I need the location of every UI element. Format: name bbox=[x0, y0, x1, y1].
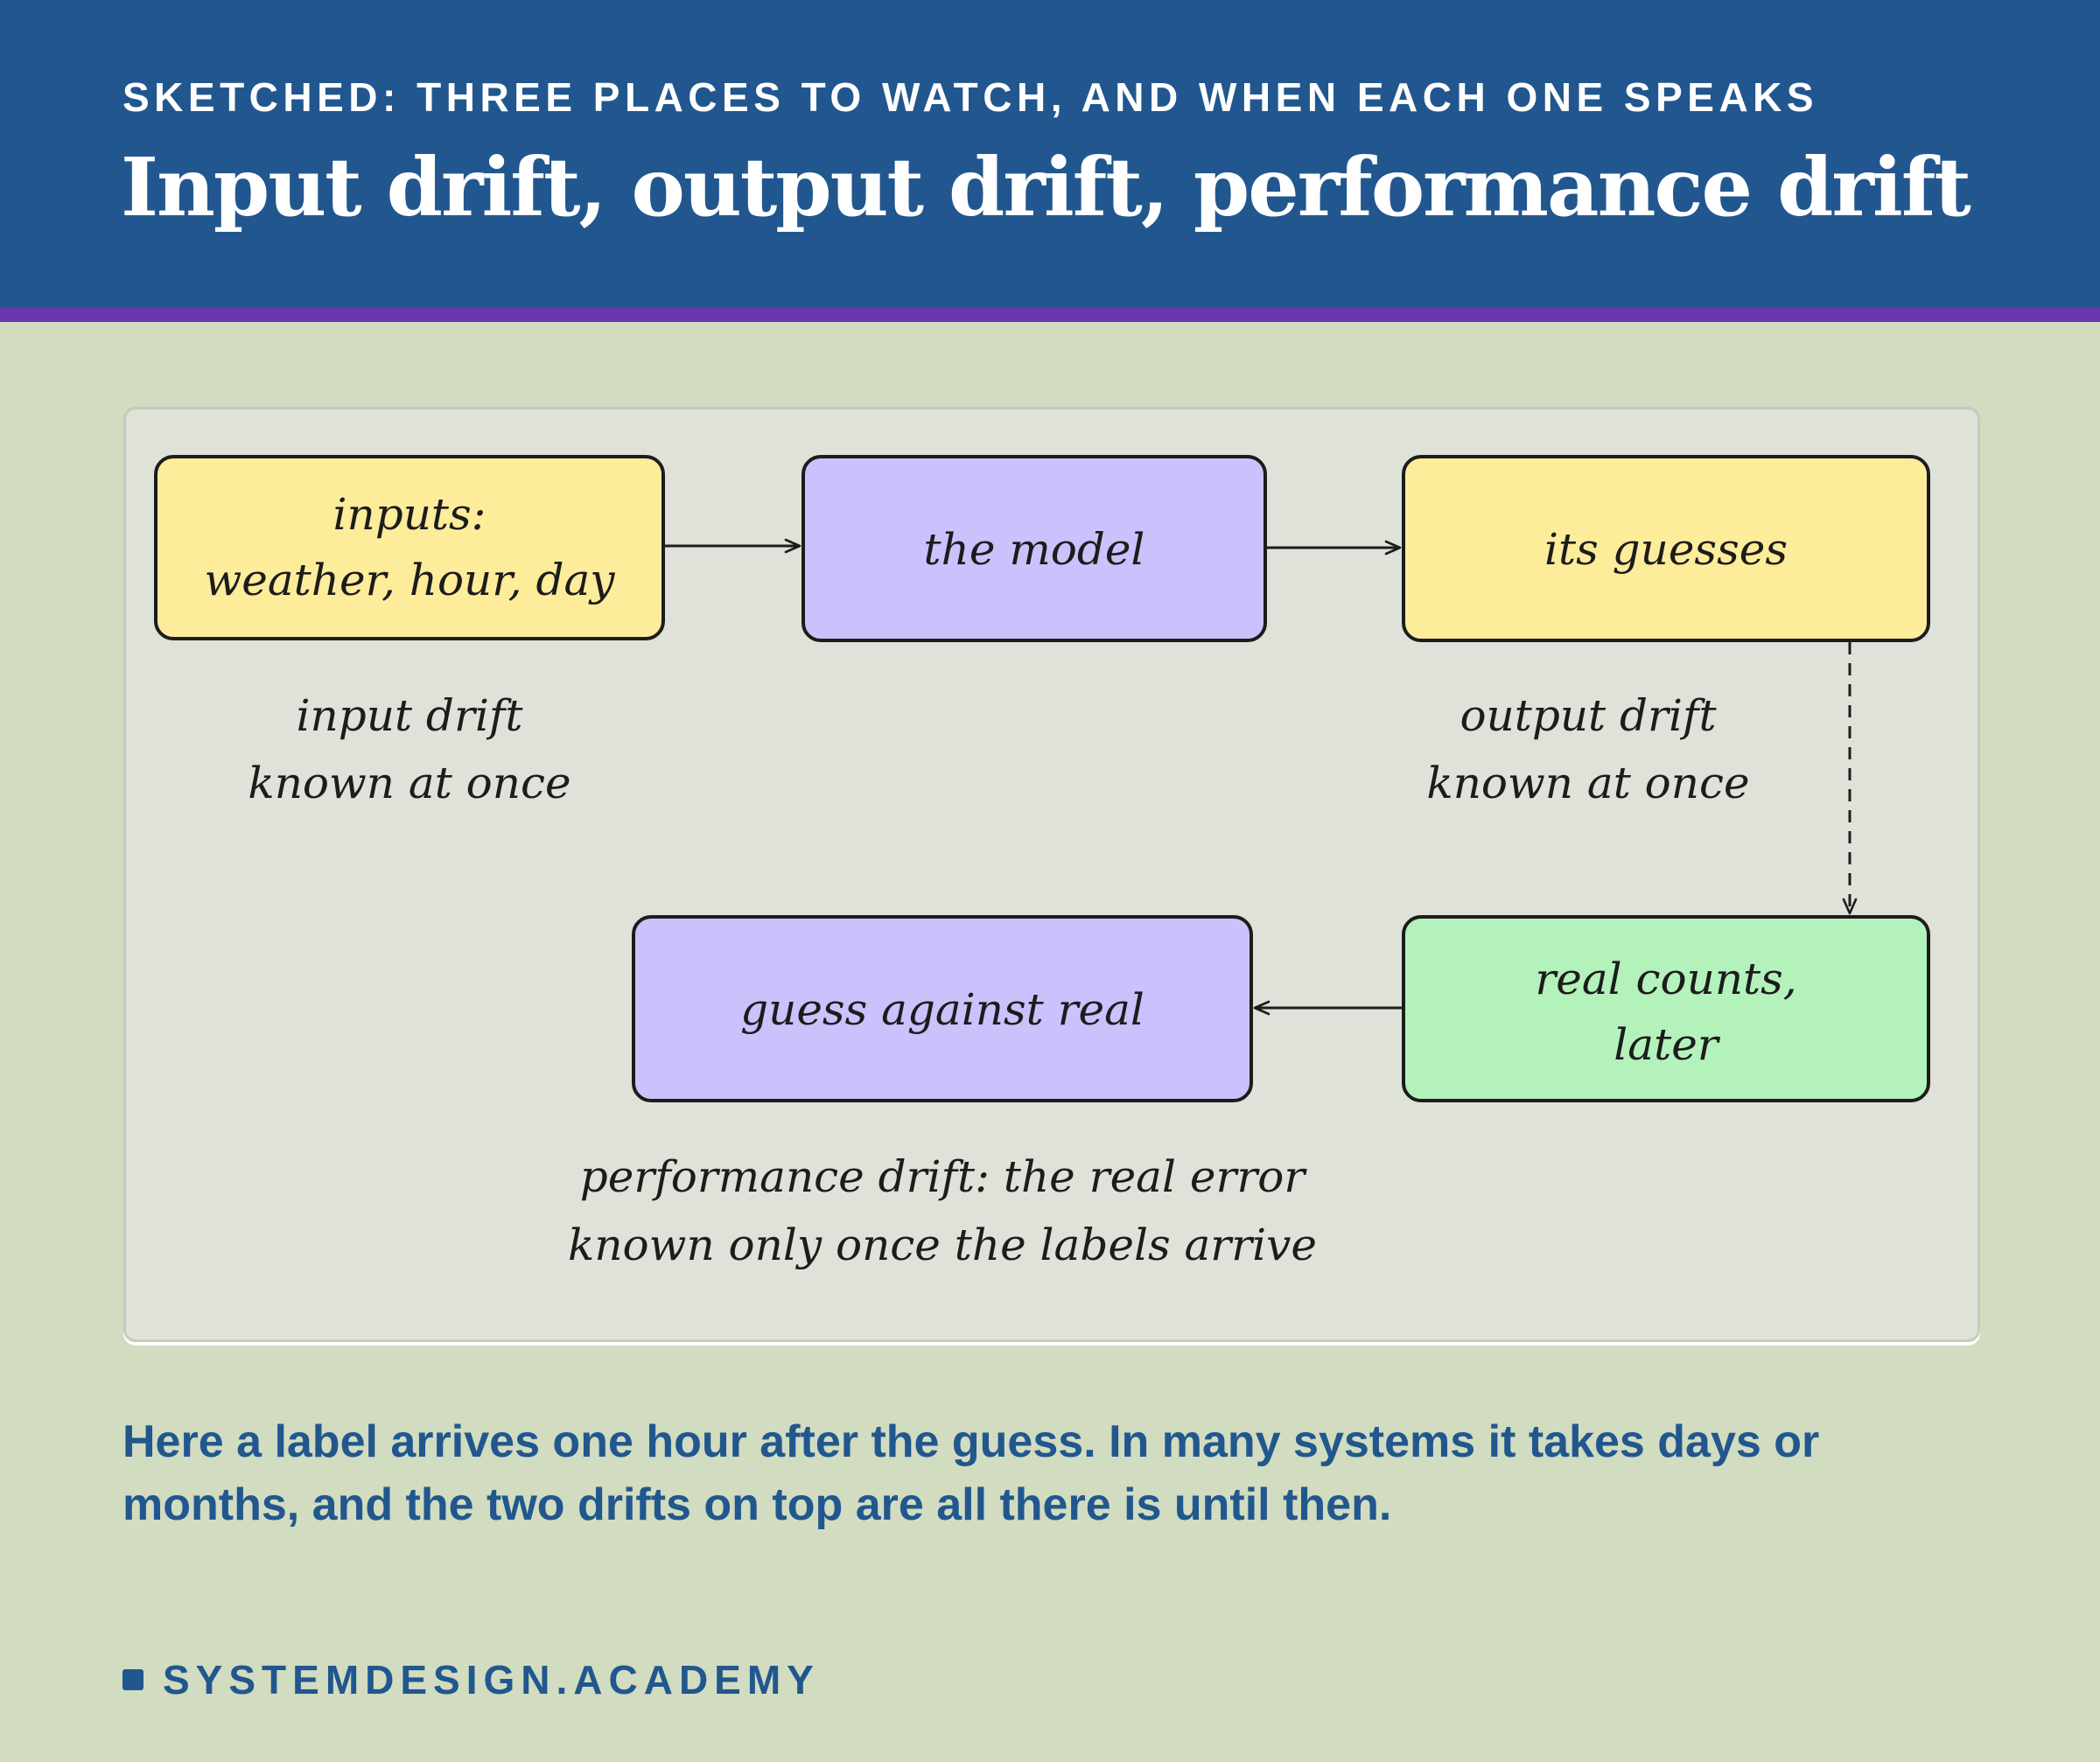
box-guesses-label: its guesses bbox=[1544, 524, 1788, 575]
box-inputs-line2: weather, hour, day bbox=[204, 555, 615, 605]
box-inputs: inputs: weather, hour, day bbox=[154, 455, 665, 640]
brand-name: SYSTEMDESIGN.ACADEMY bbox=[163, 1657, 820, 1703]
box-real-counts-shape bbox=[1402, 915, 1930, 1102]
page-title: Input drift, output drift, performance d… bbox=[121, 140, 1971, 234]
box-guesses: its guesses bbox=[1402, 455, 1930, 642]
box-compare: guess against real bbox=[632, 915, 1253, 1102]
box-model-label: the model bbox=[924, 524, 1145, 575]
note-input-drift-line1: input drift bbox=[297, 690, 524, 741]
header-kicker: SKETCHED: THREE PLACES TO WATCH, AND WHE… bbox=[122, 74, 1819, 120]
brand-footer[interactable]: SYSTEMDESIGN.ACADEMY bbox=[122, 1656, 820, 1703]
box-real-counts-line1: real counts, bbox=[1535, 954, 1796, 1004]
box-inputs-line1: inputs: bbox=[333, 489, 486, 540]
box-compare-label: guess against real bbox=[740, 984, 1144, 1035]
note-input-drift-line2: known at once bbox=[248, 758, 570, 808]
note-performance-drift-line1: performance drift: the real error bbox=[580, 1151, 1308, 1202]
note-output-drift-line2: known at once bbox=[1426, 758, 1749, 808]
brand-square-icon bbox=[122, 1669, 144, 1690]
box-model: the model bbox=[802, 455, 1267, 642]
note-output-drift-line1: output drift bbox=[1460, 690, 1717, 741]
box-inputs-shape bbox=[154, 455, 665, 640]
box-real-counts-line2: later bbox=[1614, 1019, 1720, 1070]
header-banner: SKETCHED: THREE PLACES TO WATCH, AND WHE… bbox=[0, 0, 2100, 308]
box-real-counts: real counts, later bbox=[1402, 915, 1930, 1102]
header-accent-stripe bbox=[0, 308, 2100, 322]
box-guesses-shape bbox=[1402, 455, 1930, 642]
caption-text: Here a label arrives one hour after the … bbox=[122, 1416, 1820, 1530]
box-model-shape bbox=[802, 455, 1267, 642]
note-performance-drift-line2: known only once the labels arrive bbox=[568, 1220, 1317, 1270]
box-compare-shape bbox=[632, 915, 1253, 1102]
